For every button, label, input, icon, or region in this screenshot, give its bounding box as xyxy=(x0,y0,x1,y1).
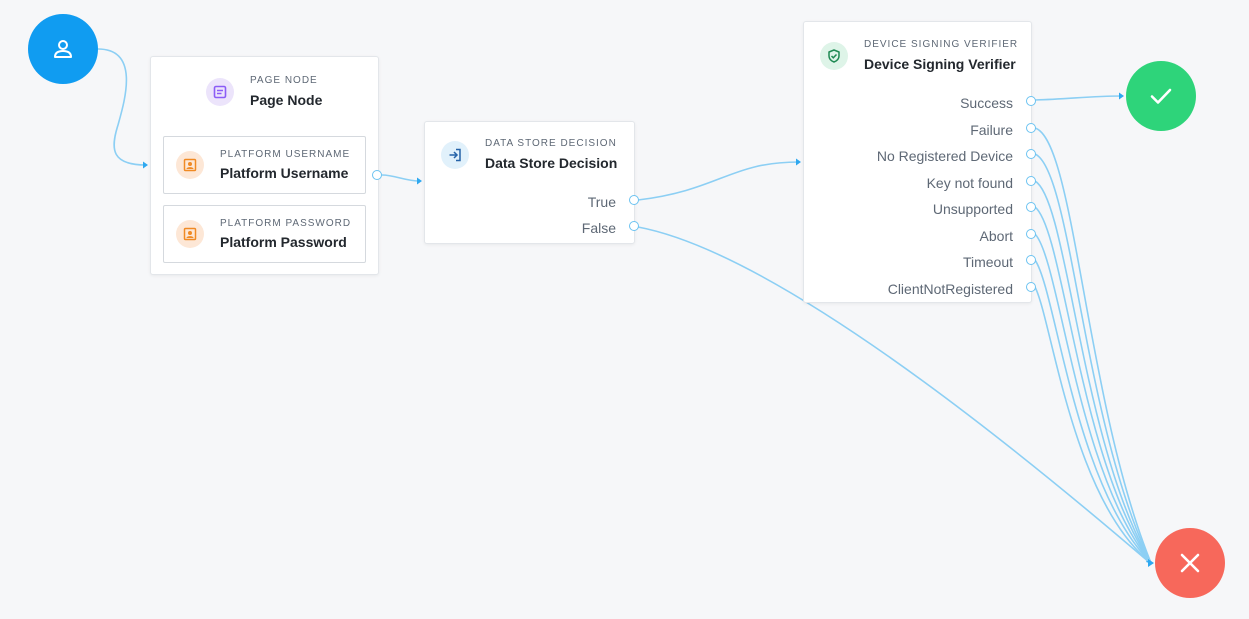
outcome-success: Success xyxy=(960,95,1013,111)
edge-success-to-success xyxy=(1034,95,1123,101)
page-icon xyxy=(206,78,234,106)
person-card-icon xyxy=(176,220,204,248)
check-icon xyxy=(1150,88,1172,104)
data-store-header: DATA STORE DECISION Data Store Decision xyxy=(441,138,617,172)
page-node[interactable]: PAGE NODE Page Node PLATFORM USERNAME Pl… xyxy=(150,56,382,275)
outcome-abort: Abort xyxy=(979,228,1013,244)
edge-no-registered-device-to-failure xyxy=(1034,153,1152,564)
outcome-key-not-found: Key not found xyxy=(926,175,1013,191)
platform-password-node[interactable]: PLATFORM PASSWORD Platform Password xyxy=(163,205,366,263)
edge-page-node-to-data-store xyxy=(381,174,421,182)
node-type-label: DATA STORE DECISION xyxy=(485,138,617,149)
outcome-port-true[interactable] xyxy=(629,195,639,205)
outcome-false: False xyxy=(581,220,616,236)
edge-timeout-to-failure xyxy=(1034,259,1152,564)
outcome-port-success[interactable] xyxy=(1026,96,1036,106)
arrow-head xyxy=(1148,559,1154,567)
outcome-port-timeout[interactable] xyxy=(1026,255,1036,265)
outcome-port-false[interactable] xyxy=(629,221,639,231)
person-card-icon xyxy=(176,151,204,179)
outcome-unsupported: Unsupported xyxy=(932,201,1013,217)
person-icon xyxy=(54,40,72,58)
edge-key-not-found-to-failure xyxy=(1034,180,1152,564)
outcome-clientnotregistered: ClientNotRegistered xyxy=(887,281,1013,297)
outcome-port-no-registered-device[interactable] xyxy=(1026,149,1036,159)
x-icon xyxy=(1180,553,1200,573)
node-type-label: PLATFORM PASSWORD xyxy=(220,217,352,229)
outcome-true: True xyxy=(587,194,616,210)
edge-unsupported-to-failure xyxy=(1034,206,1152,564)
device-signing-verifier-node[interactable]: DEVICE SIGNING VERIFIER Device Signing V… xyxy=(803,21,1036,303)
node-title: Device Signing Verifier xyxy=(864,56,1016,72)
outcome-port-page-node[interactable] xyxy=(372,170,382,180)
outcome-port-abort[interactable] xyxy=(1026,229,1036,239)
edge-failure-to-failure xyxy=(1034,127,1152,564)
outcome-port-failure[interactable] xyxy=(1026,123,1036,133)
outcome-timeout: Timeout xyxy=(962,254,1013,270)
outcome-port-clientnotregistered[interactable] xyxy=(1026,282,1036,292)
arrow-head xyxy=(143,161,148,169)
arrow-head xyxy=(1146,558,1153,564)
arrow-head xyxy=(1119,92,1124,100)
edge-start-to-page-node xyxy=(97,48,147,166)
node-title: Platform Username xyxy=(220,164,349,181)
page-node-header: PAGE NODE Page Node xyxy=(206,75,322,109)
start-node[interactable] xyxy=(28,14,98,84)
platform-username-node[interactable]: PLATFORM USERNAME Platform Username xyxy=(163,136,366,194)
node-type-label: PAGE NODE xyxy=(250,75,318,86)
node-type-label: DEVICE SIGNING VERIFIER xyxy=(864,39,1019,50)
node-type-label: PLATFORM USERNAME xyxy=(220,148,351,160)
verifier-header: DEVICE SIGNING VERIFIER Device Signing V… xyxy=(820,39,1018,73)
outcome-port-key-not-found[interactable] xyxy=(1026,176,1036,186)
edge-true-to-verifier xyxy=(637,161,800,201)
shield-check-icon xyxy=(820,42,848,70)
node-title: Platform Password xyxy=(220,233,347,250)
node-title: Data Store Decision xyxy=(485,155,618,171)
edge-abort-to-failure xyxy=(1034,233,1152,564)
outcome-port-unsupported[interactable] xyxy=(1026,202,1036,212)
success-node[interactable] xyxy=(1126,61,1196,131)
node-title: Page Node xyxy=(250,92,323,108)
login-arrow-icon xyxy=(441,141,469,169)
arrow-head xyxy=(417,177,422,185)
data-store-decision-node[interactable]: DATA STORE DECISION Data Store Decision … xyxy=(424,121,639,244)
edge-clientnotregistered-to-failure xyxy=(1034,286,1152,564)
outcome-no-registered-device: No Registered Device xyxy=(876,148,1013,164)
arrow-head xyxy=(796,158,801,166)
outcome-failure: Failure xyxy=(970,122,1013,138)
failure-node[interactable] xyxy=(1155,528,1225,598)
